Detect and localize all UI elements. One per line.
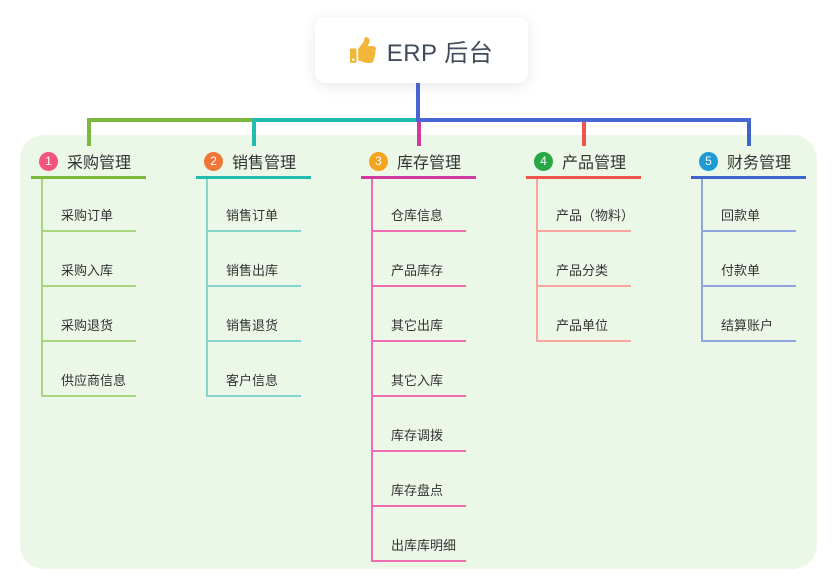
branch-4-item-2-underline [536,285,631,287]
branch-1-label: 采购管理 [67,155,132,172]
branch-2-underline [196,176,311,179]
branch-3-item-4[interactable]: 其它入库 [391,373,444,388]
branch-3-item-3[interactable]: 其它出库 [391,318,444,333]
branch-3-item-2-underline [371,285,466,287]
branch-2-item-2-underline [206,285,301,287]
branch-5-item-3[interactable]: 结算账户 [721,318,774,333]
branch-5-item-1-underline [701,230,796,232]
branch-4-item-3-underline [536,340,631,342]
branch-1-item-2[interactable]: 采购入库 [61,263,114,278]
root-node-title: ERP 后台 [386,39,494,67]
branch-1-item-1[interactable]: 采购订单 [61,208,114,223]
branch-3-item-5[interactable]: 库存调拨 [391,428,444,443]
bus-drop-branch-1 [87,118,91,146]
branch-2-item-3-underline [206,340,301,342]
branch-1-item-4[interactable]: 供应商信息 [61,373,127,388]
branch-2-item-4-underline [206,395,301,397]
branch-4-header[interactable]: 4 产品管理 [526,148,626,174]
branch-1-item-2-underline [41,285,136,287]
branch-5-item-2[interactable]: 付款单 [721,263,761,278]
branch-4-spine [536,179,538,342]
bus-drop-branch-4 [582,118,586,146]
branch-5-header[interactable]: 5 财务管理 [691,148,791,174]
branch-4-underline [526,176,641,179]
branch-3-number-badge: 3 [369,151,388,171]
branch-2-item-2[interactable]: 销售出库 [226,263,279,278]
branch-4-item-3[interactable]: 产品单位 [556,318,609,333]
bus-drop-branch-5 [747,118,751,146]
branch-1-underline [31,176,146,179]
branch-1-item-1-underline [41,230,136,232]
branch-4-item-1[interactable]: 产品（物料） [556,208,635,223]
branch-4-item-1-underline [536,230,631,232]
branch-3-item-1-underline [371,230,466,232]
branch-1-item-4-underline [41,395,136,397]
branch-1-number-badge: 1 [39,151,58,171]
branch-3-item-6[interactable]: 库存盘点 [391,483,444,498]
branches-panel [20,135,817,569]
branch-5-underline [691,176,806,179]
branch-2-item-1[interactable]: 销售订单 [226,208,279,223]
branch-2-item-1-underline [206,230,301,232]
bus-segment-blue [416,118,751,122]
branch-3-item-7[interactable]: 出库库明细 [391,538,457,553]
branch-3-header[interactable]: 3 库存管理 [361,148,461,174]
branch-3-item-3-underline [371,340,466,342]
branch-1-item-3[interactable]: 采购退货 [61,318,114,333]
branch-5-label: 财务管理 [727,155,792,172]
branch-4-number-badge: 4 [534,151,553,171]
branch-3-item-6-underline [371,505,466,507]
branch-2-header[interactable]: 2 销售管理 [196,148,296,174]
branch-3-label: 库存管理 [397,155,462,172]
thumbs-up-icon [349,37,376,63]
bus-drop-branch-3 [417,118,421,146]
branch-2-label: 销售管理 [232,155,297,172]
branch-5-item-1[interactable]: 回款单 [721,208,761,223]
bus-drop-branch-2 [252,118,256,146]
branch-4-label: 产品管理 [562,155,627,172]
bus-segment-green [87,118,252,122]
branch-3-item-1[interactable]: 仓库信息 [391,208,444,223]
branch-3-underline [361,176,476,179]
root-node[interactable]: ERP 后台 [315,17,528,83]
branch-2-item-3[interactable]: 销售退货 [226,318,279,333]
branch-1-spine [41,179,43,397]
branch-5-number-badge: 5 [699,151,718,171]
branch-2-item-4[interactable]: 客户信息 [226,373,279,388]
branch-1-header[interactable]: 1 采购管理 [31,148,131,174]
branch-3-item-2[interactable]: 产品库存 [391,263,444,278]
branch-2-number-badge: 2 [204,151,223,171]
root-connector [416,83,420,122]
branch-5-item-3-underline [701,340,796,342]
branch-5-spine [701,179,703,342]
branch-3-item-5-underline [371,450,466,452]
bus-segment-teal [252,118,416,122]
branch-5-item-2-underline [701,285,796,287]
branch-3-item-4-underline [371,395,466,397]
branch-2-spine [206,179,208,397]
branch-3-spine [371,179,373,562]
branch-1-item-3-underline [41,340,136,342]
branch-3-item-7-underline [371,560,466,562]
branch-4-item-2[interactable]: 产品分类 [556,263,609,278]
